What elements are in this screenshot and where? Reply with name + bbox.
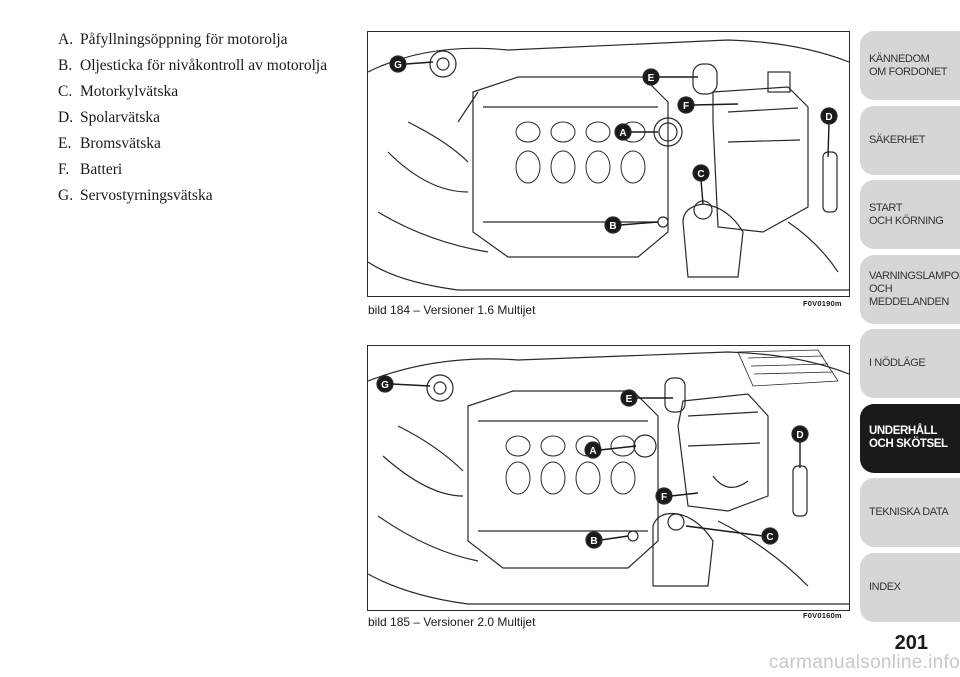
legend-item-b: B.Oljesticka för nivåkontroll av motorol… <box>58 57 328 74</box>
callout-a-2: A <box>584 441 602 459</box>
callout-b: B <box>604 216 622 234</box>
tab-varningslampor[interactable]: VARNINGSLAMPOR OCH MEDDELANDEN <box>860 254 960 324</box>
callout-d-2: D <box>791 425 809 443</box>
svg-text:D: D <box>796 430 803 441</box>
callout-g: G <box>389 55 407 73</box>
callout-f-2: F <box>655 487 673 505</box>
tab-index[interactable]: INDEX <box>860 552 960 622</box>
callout-a: A <box>614 123 632 141</box>
callout-c: C <box>692 164 710 182</box>
tab-underhall[interactable]: UNDERHÅLL OCH SKÖTSEL <box>860 403 960 473</box>
svg-text:D: D <box>825 112 832 123</box>
legend-item-c: C.Motorkylvätska <box>58 83 179 100</box>
tab-nodlage[interactable]: I NÖDLÄGE <box>860 329 960 398</box>
svg-text:G: G <box>381 380 389 391</box>
callout-e-2: E <box>620 389 638 407</box>
svg-text:E: E <box>626 394 633 405</box>
figure-2-caption: bild 185 – Versioner 2.0 Multijet <box>368 615 536 629</box>
svg-text:A: A <box>619 128 626 139</box>
tab-kannedom[interactable]: KÄNNEDOM OM FORDONET <box>860 31 960 100</box>
svg-text:C: C <box>766 532 773 543</box>
callout-d: D <box>820 107 838 125</box>
tab-start[interactable]: START OCH KÖRNING <box>860 180 960 249</box>
tab-sakerhet[interactable]: SÄKERHET <box>860 105 960 175</box>
svg-text:B: B <box>609 221 616 232</box>
figure-1-code: F0V0190m <box>803 299 842 308</box>
legend-list: A.Påfyllningsöppning för motorolja B.Olj… <box>58 30 348 212</box>
svg-text:E: E <box>648 73 655 84</box>
svg-text:A: A <box>589 446 596 457</box>
svg-text:B: B <box>590 536 597 547</box>
engine-illustration-2: G E D A F C B <box>368 349 849 605</box>
legend-item-a: A.Påfyllningsöppning för motorolja <box>58 31 288 48</box>
svg-text:C: C <box>697 169 704 180</box>
tab-tekniska-data[interactable]: TEKNISKA DATA <box>860 478 960 547</box>
callout-f: F <box>677 96 695 114</box>
legend-item-e: E.Bromsvätska <box>58 135 161 152</box>
callout-c-2: C <box>761 527 779 545</box>
figure-2-code: F0V0160m <box>803 611 842 620</box>
legend-item-g: G.Servostyrningsvätska <box>58 187 213 204</box>
svg-text:F: F <box>683 101 689 112</box>
engine-figure-2: G E D A F C B <box>367 345 850 611</box>
watermark: carmanualsonline.info <box>768 652 960 673</box>
engine-illustration-1: G E F D A C B <box>368 39 849 291</box>
figure-1-caption: bild 184 – Versioner 1.6 Multijet <box>368 303 536 317</box>
page-number: 201 <box>894 632 928 654</box>
svg-text:G: G <box>394 60 402 71</box>
legend-item-f: F.Batteri <box>58 161 123 178</box>
callout-e: E <box>642 68 660 86</box>
chapter-tabs: KÄNNEDOM OM FORDONET SÄKERHET START OCH … <box>860 31 960 627</box>
callout-b-2: B <box>585 531 603 549</box>
legend-item-d: D.Spolarvätska <box>58 109 161 126</box>
engine-figure-1: G E F D A C B <box>367 31 850 297</box>
svg-text:F: F <box>661 492 667 503</box>
callout-g-2: G <box>376 375 394 393</box>
